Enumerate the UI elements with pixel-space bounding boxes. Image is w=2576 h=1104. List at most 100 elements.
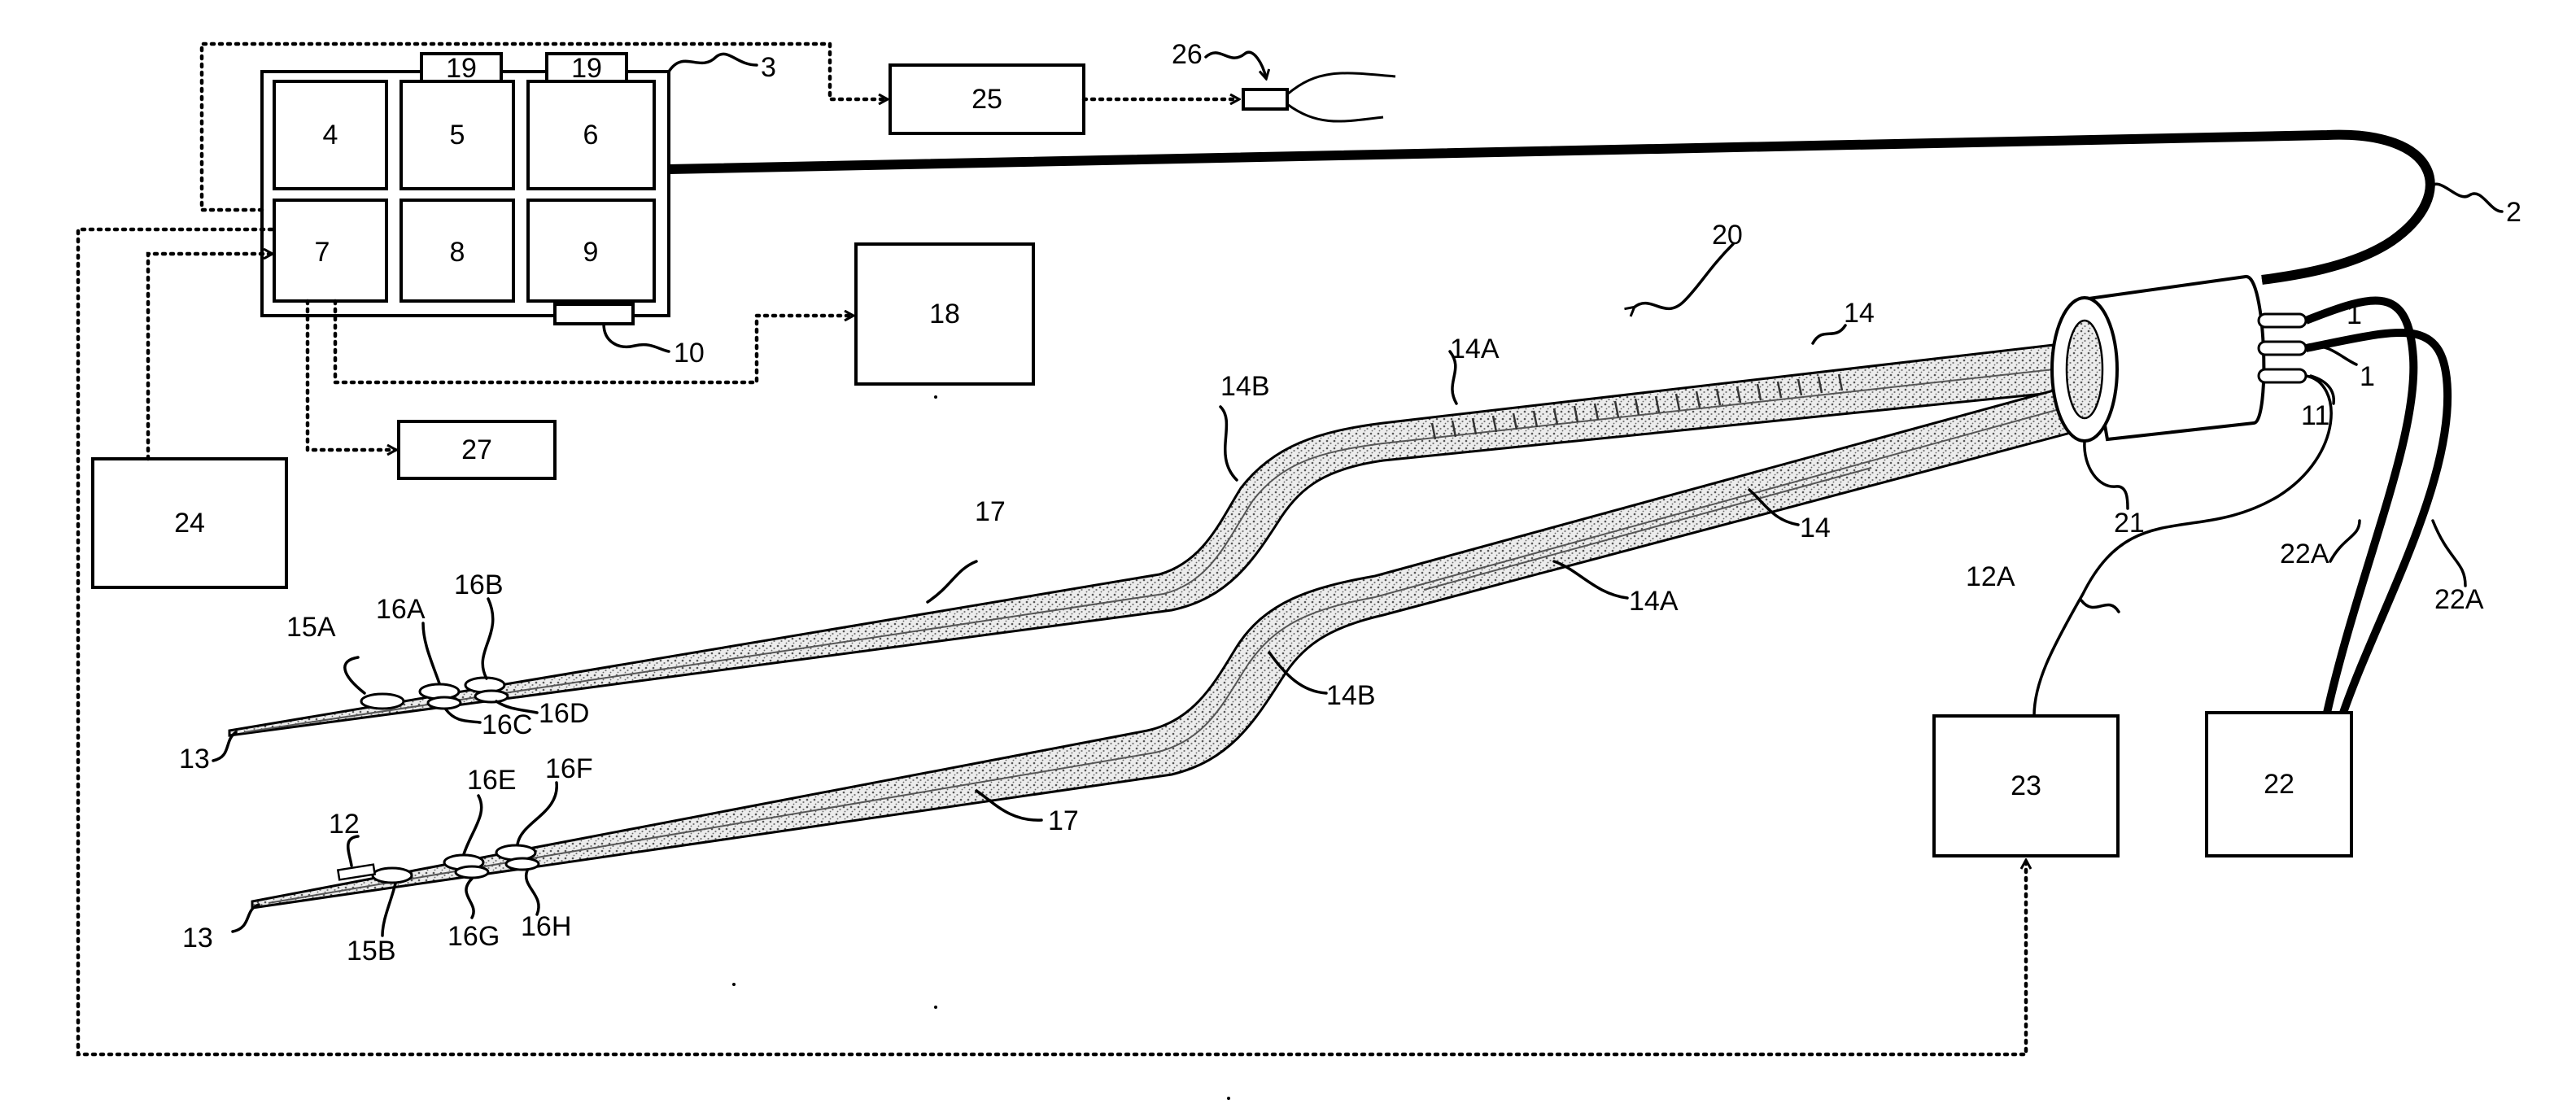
sensor-16D xyxy=(474,689,509,704)
electrode-26 xyxy=(1242,72,1396,123)
sensor-16H xyxy=(504,857,540,871)
pin-1-upper xyxy=(2257,312,2307,329)
label-16C: 16C xyxy=(482,709,532,740)
label-7: 7 xyxy=(315,237,330,268)
box-22 xyxy=(2205,711,2353,857)
leader-2 xyxy=(2428,182,2504,213)
label-8: 8 xyxy=(450,237,465,268)
label-15A: 15A xyxy=(286,612,336,643)
label-24: 24 xyxy=(174,508,205,539)
label-25: 25 xyxy=(971,84,1002,115)
signal-line-to-23 xyxy=(76,227,2026,1057)
label-16E: 16E xyxy=(467,765,517,796)
lower-arm-core-2 xyxy=(1423,467,1872,591)
cell-9 xyxy=(526,199,656,303)
label-1-upper: 1 xyxy=(2347,299,2362,330)
leader-17-upper xyxy=(926,560,978,604)
leader-16D xyxy=(495,700,539,714)
sensor-16G xyxy=(454,865,490,879)
cable-12A xyxy=(2032,374,2333,717)
leader-13-upper xyxy=(212,731,238,762)
leader-14A-lower xyxy=(1552,560,1629,600)
leader-20 xyxy=(1634,242,1735,308)
label-14B-upper: 14B xyxy=(1220,371,1270,402)
label-19-right: 19 xyxy=(571,53,602,84)
leader-16G xyxy=(465,877,475,919)
label-27: 27 xyxy=(461,434,492,465)
leader-17-lower xyxy=(975,789,1043,822)
label-16H: 16H xyxy=(521,911,571,942)
label-22A-left: 22A xyxy=(2280,539,2329,569)
label-2: 2 xyxy=(2506,197,2521,228)
electrode-26-jaw-lower xyxy=(1286,103,1384,123)
control-unit: 19 19 4 5 6 7 8 9 xyxy=(260,52,670,325)
label-15B: 15B xyxy=(347,936,396,967)
label-21: 21 xyxy=(2114,508,2145,539)
cell-6 xyxy=(526,80,656,190)
electrode-26-jaw-upper xyxy=(1286,72,1396,96)
speck xyxy=(934,1006,937,1009)
electrode-26-body xyxy=(1242,88,1289,111)
pin-1-lower xyxy=(2257,340,2307,356)
label-16G: 16G xyxy=(448,921,500,952)
label-26: 26 xyxy=(1172,39,1203,70)
leader-14-lower xyxy=(1748,488,1800,526)
connector-21 xyxy=(2050,275,2307,443)
leader-22A-left xyxy=(2329,519,2361,563)
speck xyxy=(1227,1097,1230,1100)
box-24 xyxy=(91,457,288,589)
leader-22A-right xyxy=(2431,519,2467,587)
leader-15A xyxy=(343,656,366,695)
label-9: 9 xyxy=(583,237,599,268)
connector-10 xyxy=(553,303,635,325)
box-27 xyxy=(397,420,557,480)
label-20: 20 xyxy=(1712,220,1743,251)
label-13-upper: 13 xyxy=(179,744,210,775)
signal-line-from-24 xyxy=(146,254,272,461)
box-18 xyxy=(854,242,1035,386)
label-12A: 12A xyxy=(1966,561,2015,592)
speck xyxy=(934,395,937,399)
label-3: 3 xyxy=(761,52,776,83)
cable-22A-left xyxy=(2304,296,2418,714)
leader-12 xyxy=(347,835,360,867)
cell-4 xyxy=(273,80,388,190)
label-16F: 16F xyxy=(545,753,593,784)
label-13-lower: 13 xyxy=(182,923,213,953)
label-11: 11 xyxy=(2301,400,2329,431)
leader-13-lower xyxy=(231,903,260,933)
label-5: 5 xyxy=(450,120,465,151)
signal-line-to-25 xyxy=(199,41,887,212)
cable-22A-right xyxy=(2305,328,2452,714)
leader-16F xyxy=(516,781,558,846)
box-25 xyxy=(889,63,1085,135)
cell-7 xyxy=(273,199,388,303)
upper-arm-core xyxy=(243,365,2084,733)
label-23: 23 xyxy=(2011,770,2041,801)
label-14A-lower: 14A xyxy=(1629,586,1679,617)
leader-14-upper xyxy=(1811,324,1847,345)
speck xyxy=(732,983,736,986)
label-18: 18 xyxy=(929,299,960,329)
leader-16A xyxy=(421,622,441,685)
leader-12A xyxy=(2080,599,2120,613)
leader-16H xyxy=(524,869,540,916)
label-14B-lower: 14B xyxy=(1326,680,1376,711)
leader-21 xyxy=(2083,439,2129,510)
leader-3 xyxy=(667,52,758,73)
element-12 xyxy=(336,863,377,881)
label-17-lower: 17 xyxy=(1048,805,1079,836)
label-1-lower: 1 xyxy=(2360,361,2375,392)
box-23 xyxy=(1932,714,2120,857)
label-17-upper: 17 xyxy=(975,496,1006,527)
label-16D: 16D xyxy=(539,698,589,729)
label-6: 6 xyxy=(583,120,599,151)
signal-line-to-18 xyxy=(333,299,853,385)
leader-15B xyxy=(381,882,397,937)
leader-1-upper xyxy=(2309,304,2343,321)
leader-16C xyxy=(444,708,482,724)
connector-21-socket xyxy=(2065,319,2104,420)
leader-11 xyxy=(2309,374,2335,405)
cell-5 xyxy=(399,80,515,190)
